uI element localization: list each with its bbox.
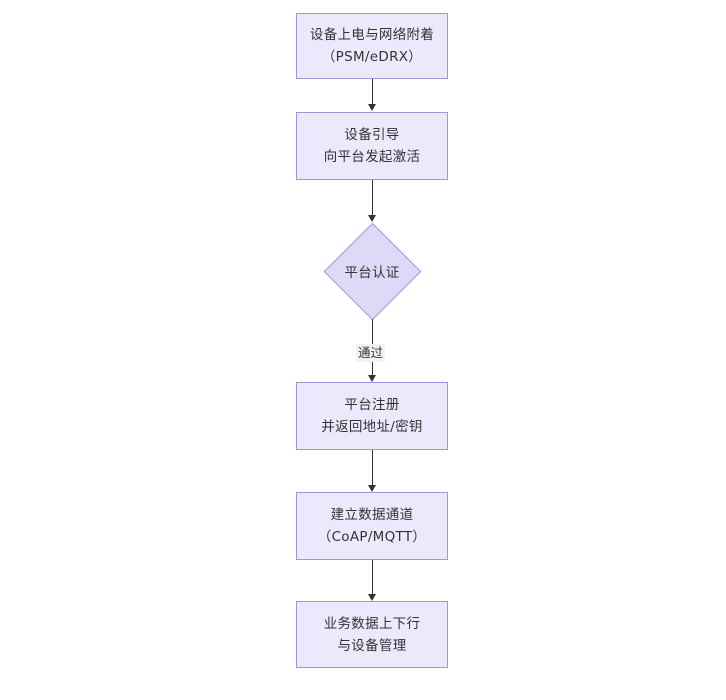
flow-edge-label-pass: 通过 (356, 344, 386, 362)
flow-edge-n1-n2 (372, 79, 373, 105)
flow-edge-n5-n6 (372, 560, 373, 595)
flow-node-device-bootstrap[interactable]: 设备引导 向平台发起激活 (296, 112, 448, 180)
node-label-line1: 平台注册 (344, 397, 400, 413)
node-label-line2: 向平台发起激活 (323, 149, 421, 165)
flow-node-platform-auth-decision[interactable]: 平台认证 (323, 222, 421, 320)
flow-arrowhead-n2-n3 (367, 215, 376, 222)
node-label-line1: 设备引导 (344, 127, 400, 143)
node-label-line1: 建立数据通道 (330, 507, 414, 523)
flow-arrowhead-n5-n6 (367, 594, 376, 601)
flow-node-platform-register[interactable]: 平台注册 并返回地址/密钥 (296, 382, 448, 450)
flow-arrowhead-n3-n4 (367, 375, 376, 382)
flow-node-device-power-on[interactable]: 设备上电与网络附着 （PSM/eDRX） (296, 13, 448, 79)
flow-node-business-data[interactable]: 业务数据上下行 与设备管理 (296, 601, 448, 668)
flow-edge-n4-n5 (372, 450, 373, 486)
node-label-line1: 设备上电与网络附着 (309, 27, 435, 43)
flow-node-data-channel[interactable]: 建立数据通道 （CoAP/MQTT） (296, 492, 448, 560)
node-label-line2: （PSM/eDRX） (321, 49, 423, 65)
flow-arrowhead-n4-n5 (367, 485, 376, 492)
node-label-line2: 与设备管理 (337, 637, 407, 654)
node-label-line1: 业务数据上下行 (323, 615, 421, 632)
node-label-line2: 并返回地址/密钥 (321, 419, 423, 435)
flow-arrowhead-n1-n2 (367, 104, 376, 111)
flow-edge-n2-n3 (372, 180, 373, 216)
node-label-line1: 平台认证 (344, 265, 400, 281)
node-label-line2: （CoAP/MQTT） (317, 529, 427, 545)
